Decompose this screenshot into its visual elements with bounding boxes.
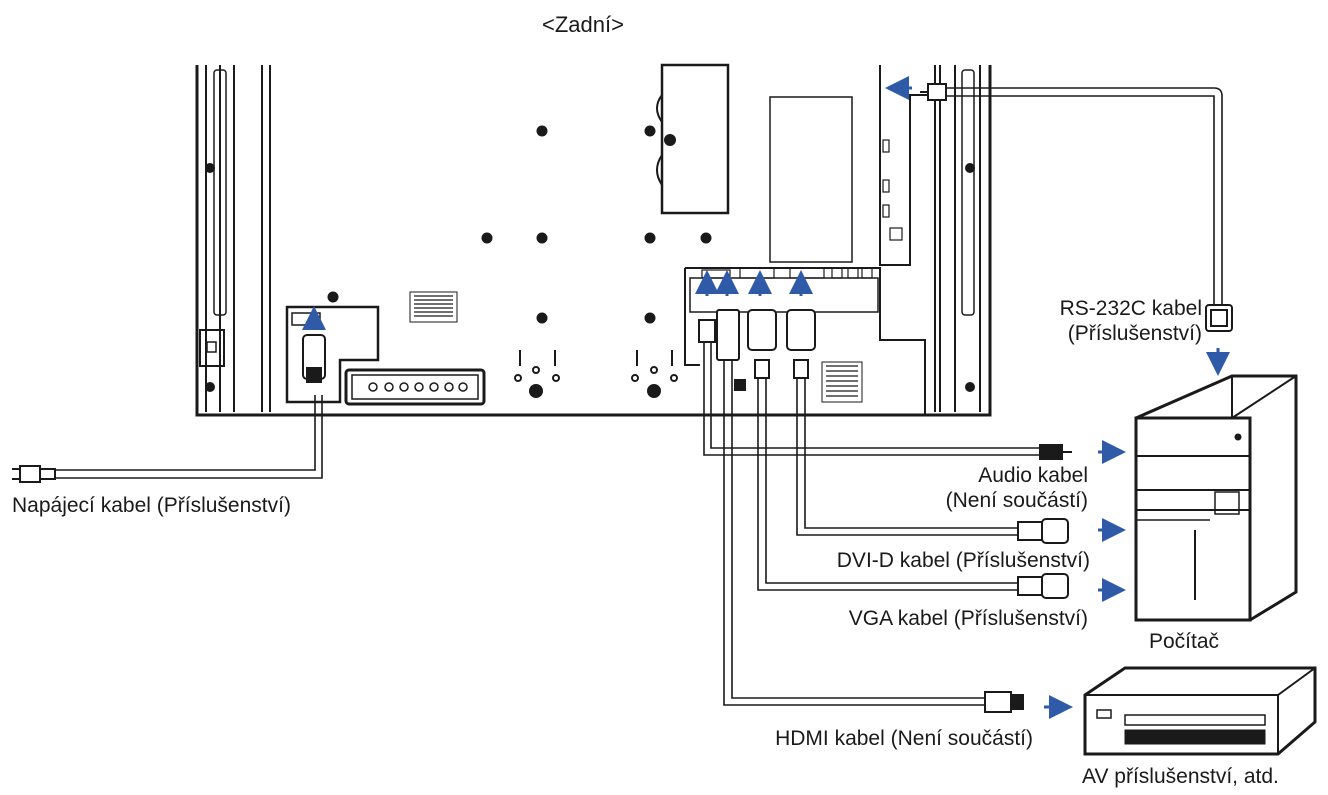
- signal-arrows: [302, 76, 1230, 719]
- hdmi-cable-label: HDMI kabel (Není součástí): [775, 727, 1033, 750]
- rs232-cable-label-line1: RS-232C kabel: [1059, 297, 1202, 320]
- control-buttons: [368, 382, 468, 392]
- rs232-cable-label-line2: (Příslušenství): [1067, 322, 1202, 345]
- computer-tower: [1134, 374, 1298, 622]
- av-device: [1083, 666, 1317, 756]
- diagram-title: <Zadní>: [542, 12, 624, 37]
- dvi-cable-label: DVI-D kabel (Příslušenství): [836, 549, 1090, 572]
- audio-cable-label-line2: (Není součástí): [945, 489, 1088, 512]
- power-cable-label: Napájecí kabel (Příslušenství): [12, 494, 291, 517]
- stand-mount-right: [631, 350, 678, 398]
- av-device-label: AV příslušenství, atd.: [1082, 765, 1279, 788]
- vent-slits: [414, 295, 858, 397]
- connectors: [12, 83, 1233, 713]
- monitor-rear-panel: [195, 63, 992, 417]
- computer-label: Počítač: [1149, 630, 1220, 653]
- vga-cable-label: VGA kabel (Příslušenství): [848, 607, 1088, 630]
- cables: [55, 87, 1223, 706]
- stand-mount-left: [514, 350, 560, 398]
- audio-cable-label-line1: Audio kabel: [978, 464, 1088, 487]
